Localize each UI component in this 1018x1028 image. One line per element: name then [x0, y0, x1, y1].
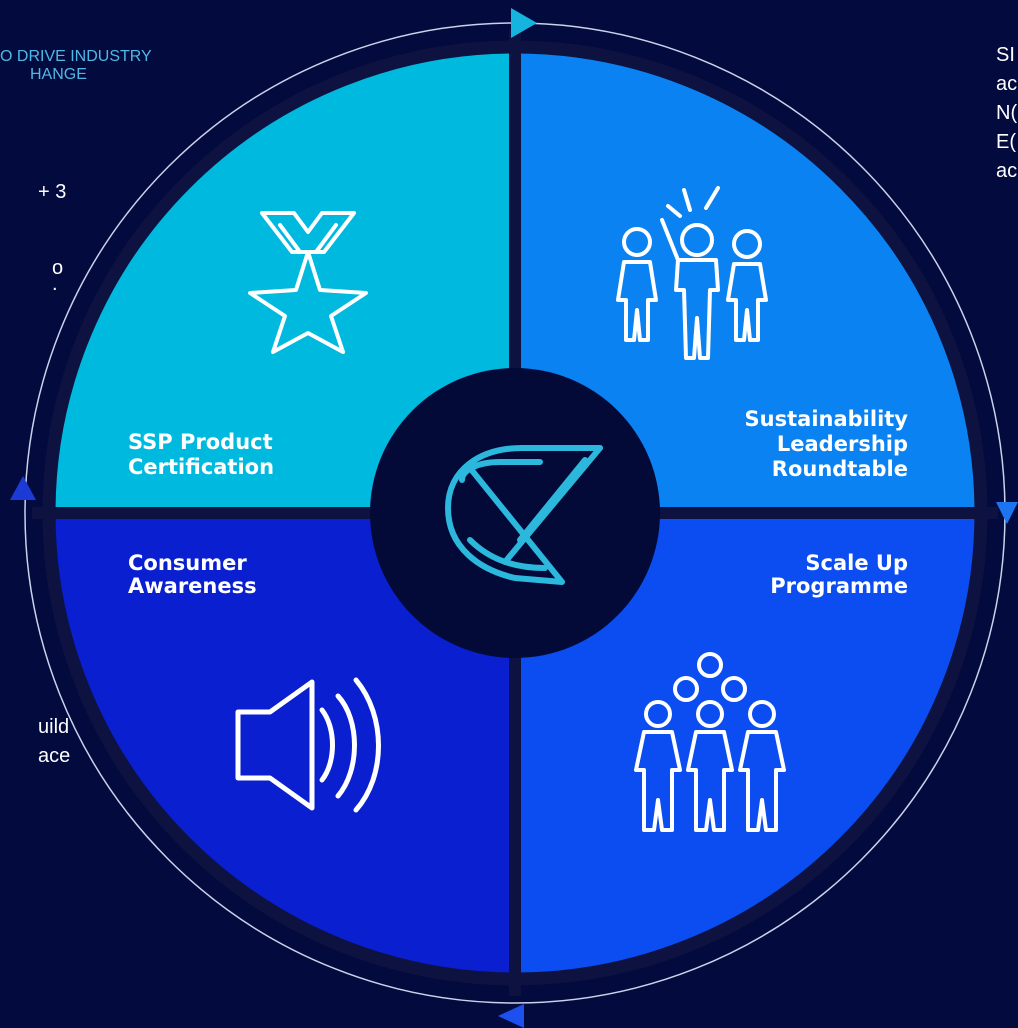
inner-ring-border: [42, 40, 988, 986]
header-line-2: HANGE: [30, 66, 87, 83]
left-fragment-b: o: [52, 257, 64, 279]
logo-icon: [445, 445, 603, 585]
header-text: O DRIVE INDUSTRY HANGE: [0, 48, 152, 84]
right-fragments: SI ac N( E( ac: [996, 41, 1017, 186]
group-people-icon: [634, 652, 786, 832]
arrow-left-icon: [10, 476, 36, 500]
arrow-bottom-icon: [498, 1004, 524, 1028]
left-fragment-c: .: [52, 273, 58, 295]
header-line-1: O DRIVE INDUSTRY: [0, 48, 152, 65]
arrow-right-icon: [996, 502, 1018, 524]
center-disc: [370, 368, 660, 658]
label-leadership: Leadership: [777, 432, 908, 456]
quadrant-bottom-left[interactable]: [55, 513, 515, 973]
label-consumer: Consumer: [128, 551, 247, 575]
left-fragment-e: ace: [38, 745, 71, 767]
speaker-icon: [235, 677, 381, 813]
label-roundtable: Roundtable: [772, 457, 908, 481]
left-fragment-a: + 3: [38, 181, 67, 203]
label-scale-up: Scale Up: [805, 551, 908, 575]
right-fragment-1: SI: [996, 44, 1015, 66]
leader-people-icon: [616, 186, 768, 360]
medal-star-icon: [248, 211, 368, 354]
label-ssp-product: SSP Product: [128, 430, 273, 454]
label-certification: Certification: [128, 455, 274, 479]
label-awareness: Awareness: [128, 574, 257, 598]
right-fragment-4: E(: [996, 131, 1016, 153]
left-fragment-d: uild: [38, 716, 70, 738]
arrow-top-icon: [511, 8, 537, 38]
quadrant-top-right[interactable]: [515, 53, 975, 513]
right-fragment-5: ac: [996, 160, 1018, 182]
right-fragment-3: N(: [996, 102, 1018, 124]
quadrant-top-left[interactable]: [55, 53, 515, 513]
label-programme: Programme: [770, 574, 908, 598]
right-fragment-2: ac: [996, 73, 1018, 95]
label-sustainability: Sustainability: [745, 407, 909, 431]
